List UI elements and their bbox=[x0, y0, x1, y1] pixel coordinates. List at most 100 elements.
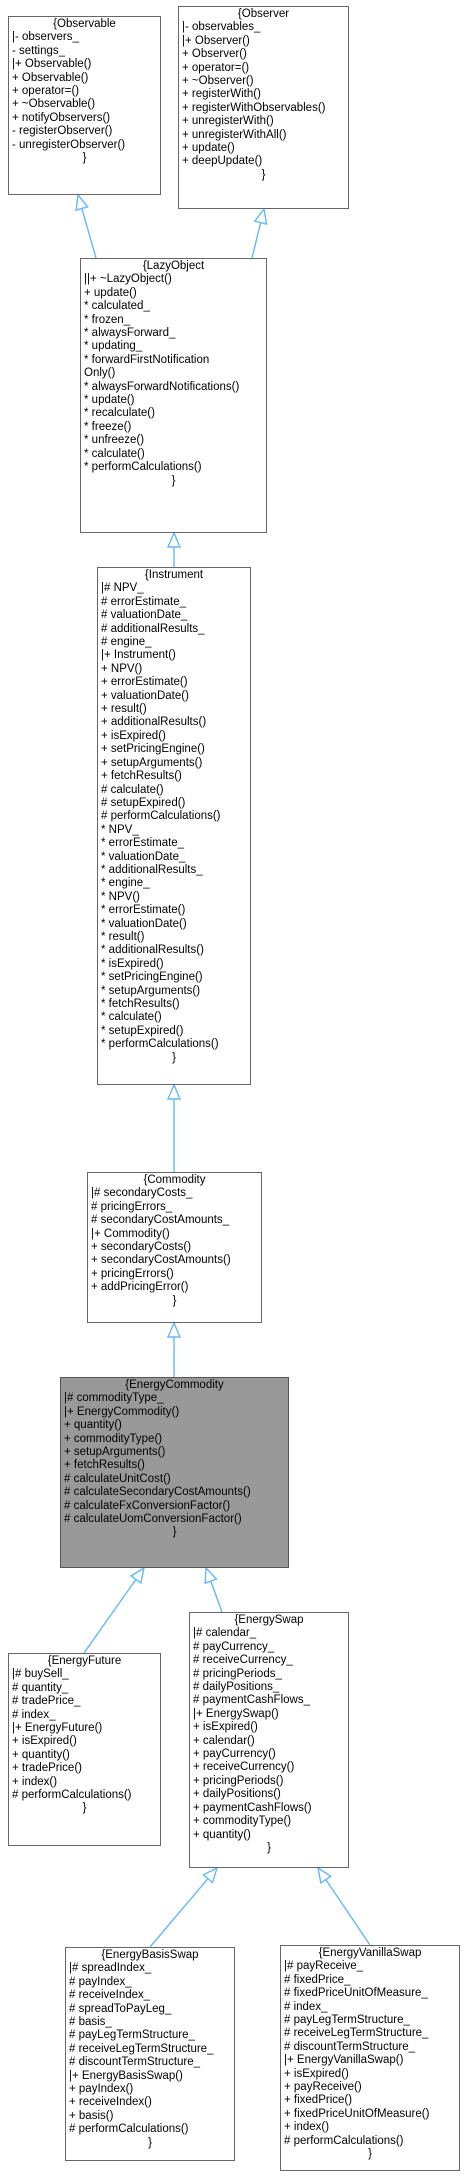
inheritance-arrowhead bbox=[317, 1866, 333, 1885]
class-member: |# spreadIndex_ bbox=[69, 1962, 152, 1975]
class-energyfuture[interactable]: {EnergyFuture |# buySell_# quantity_# tr… bbox=[8, 1653, 161, 1846]
class-energybasisswap[interactable]: {EnergyBasisSwap |# spreadIndex_# payInd… bbox=[65, 1947, 235, 2161]
class-member: + ~Observable() bbox=[12, 98, 96, 111]
class-member: # valuationDate_ bbox=[101, 609, 188, 622]
inheritance-edge bbox=[149, 1878, 209, 1948]
class-close-brace: } bbox=[172, 1051, 176, 1064]
class-member: + errorEstimate() bbox=[101, 676, 188, 689]
class-member: + isExpired() bbox=[193, 1721, 258, 1734]
class-member: # receiveLegTermStructure_ bbox=[284, 2027, 429, 2040]
class-member: + quantity() bbox=[12, 1748, 70, 1761]
inheritance-edge bbox=[251, 222, 262, 259]
inheritance-arrowhead bbox=[166, 531, 182, 548]
class-member: |- observables_ bbox=[182, 21, 261, 34]
class-member: + index() bbox=[284, 2121, 330, 2134]
class-member: * performCalculations() bbox=[84, 461, 202, 474]
class-member: * errorEstimate() bbox=[101, 904, 186, 917]
class-energyswap[interactable]: {EnergySwap |# calendar_# payCurrency_# … bbox=[189, 1612, 349, 1868]
class-member: + update() bbox=[182, 142, 235, 155]
class-member: + result() bbox=[101, 703, 147, 716]
class-member: + pricingPeriods() bbox=[193, 1774, 284, 1787]
member-list: |# buySell_# quantity_# tradePrice_# ind… bbox=[12, 1668, 157, 1802]
class-member: # payLegTermStructure_ bbox=[284, 2014, 410, 2027]
class-member: + operator=() bbox=[12, 85, 80, 98]
class-member: * forwardFirstNotification bbox=[84, 353, 210, 366]
class-member: + setPricingEngine() bbox=[101, 743, 205, 756]
class-member: |+ EnergySwap() bbox=[193, 1707, 279, 1720]
class-member: + Observer() bbox=[182, 48, 247, 61]
class-observable[interactable]: {Observable |- observers_- settings_|+ O… bbox=[8, 16, 161, 195]
class-member: |+ Observable() bbox=[12, 58, 92, 71]
class-member: + valuationDate() bbox=[101, 689, 189, 702]
class-member: |+ EnergyBasisSwap() bbox=[69, 2069, 183, 2082]
class-member: |+ Commodity() bbox=[91, 1227, 170, 1240]
class-member: * result() bbox=[101, 930, 145, 943]
member-list: |# payReceive_# fixedPrice_# fixedPriceU… bbox=[284, 1960, 456, 2148]
class-member: + addPricingError() bbox=[91, 1281, 189, 1294]
class-member: + basis() bbox=[69, 2109, 114, 2122]
class-member: * calculated_ bbox=[84, 300, 150, 313]
inheritance-arrowhead bbox=[129, 1566, 146, 1585]
class-close-brace: } bbox=[82, 1802, 87, 1815]
class-member: + secondaryCostAmounts() bbox=[91, 1254, 231, 1267]
class-member: + dailyPositions() bbox=[193, 1788, 281, 1801]
class-member: * alwaysForwardNotifications() bbox=[84, 380, 240, 393]
class-member: + fixedPriceUnitOfMeasure() bbox=[284, 2107, 430, 2120]
class-member: # performCalculations() bbox=[101, 810, 221, 823]
class-member: * additionalResults() bbox=[101, 944, 204, 957]
class-member: * unfreeze() bbox=[84, 434, 145, 447]
class-member: + isExpired() bbox=[101, 729, 166, 742]
class-member: # discountTermStructure_ bbox=[284, 2040, 416, 2053]
class-member: # performCalculations() bbox=[12, 1789, 132, 1802]
class-member: # calculate() bbox=[101, 783, 164, 796]
class-member: # spreadToPayLeg_ bbox=[69, 2002, 172, 2015]
class-member: * updating_ bbox=[84, 340, 143, 353]
class-energyvanillaswap[interactable]: {EnergyVanillaSwap |# payReceive_# fixed… bbox=[280, 1945, 460, 2171]
class-member: |# payReceive_ bbox=[284, 1960, 364, 1973]
class-close-brace: } bbox=[172, 1526, 177, 1539]
class-member: * setupExpired() bbox=[101, 1024, 184, 1037]
class-member: # errorEstimate_ bbox=[101, 595, 187, 608]
class-close-brace: } bbox=[82, 152, 87, 165]
class-member: * NPV() bbox=[101, 890, 140, 903]
class-member: + isExpired() bbox=[12, 1735, 77, 1748]
class-member: # payLegTermStructure_ bbox=[69, 2029, 195, 2042]
class-member: + paymentCashFlows() bbox=[193, 1801, 312, 1814]
class-member: + secondaryCosts() bbox=[91, 1241, 192, 1254]
class-lazyobject[interactable]: {LazyObject ||+ ~LazyObject()+ update()*… bbox=[80, 258, 267, 533]
class-observer[interactable]: {Observer |- observables_|+ Observer()+ … bbox=[178, 6, 349, 209]
class-member: + tradePrice() bbox=[12, 1762, 82, 1775]
class-member: # index_ bbox=[284, 2000, 328, 2013]
class-member: * performCalculations() bbox=[101, 1038, 219, 1051]
class-energycommodity[interactable]: {EnergyCommodity |# commodityType_|+ Ene… bbox=[60, 1377, 289, 1568]
class-member: * isExpired() bbox=[101, 957, 164, 970]
class-member: # discountTermStructure_ bbox=[69, 2056, 201, 2069]
inheritance-edge bbox=[83, 1579, 137, 1654]
class-close-brace: } bbox=[171, 474, 176, 487]
class-member: * setPricingEngine() bbox=[101, 971, 203, 984]
class-title: {EnergyVanillaSwap bbox=[318, 1947, 422, 1959]
class-member: + commodityType() bbox=[193, 1815, 292, 1828]
class-member: + unregisterWith() bbox=[182, 115, 274, 128]
class-member: + payCurrency() bbox=[193, 1748, 276, 1761]
class-member: + ~Observer() bbox=[182, 75, 254, 88]
class-member: # additionalResults_ bbox=[101, 622, 205, 635]
class-instrument[interactable]: {Instrument |# NPV_# errorEstimate_# val… bbox=[97, 567, 251, 1085]
class-member: # receiveCurrency_ bbox=[193, 1654, 293, 1667]
class-member: |+ EnergyFuture() bbox=[12, 1722, 103, 1735]
member-list: |- observers_- settings_|+ Observable()+… bbox=[12, 31, 157, 152]
class-member: + notifyObservers() bbox=[12, 111, 111, 124]
inheritance-arrowhead bbox=[75, 193, 89, 212]
class-member: Only() bbox=[84, 367, 116, 380]
class-member: # secondaryCostAmounts_ bbox=[91, 1214, 230, 1227]
class-member: # quantity_ bbox=[12, 1681, 69, 1694]
class-commodity[interactable]: {Commodity |# secondaryCosts_# pricingEr… bbox=[87, 1172, 262, 1323]
class-member: |# NPV_ bbox=[101, 582, 144, 595]
class-member: + calendar() bbox=[193, 1734, 255, 1747]
inheritance-arrowhead bbox=[253, 207, 268, 225]
class-member: + pricingErrors() bbox=[91, 1267, 174, 1280]
class-member: # fixedPriceUnitOfMeasure_ bbox=[284, 1987, 428, 2000]
class-member: # payCurrency_ bbox=[193, 1640, 275, 1653]
class-member: # performCalculations() bbox=[284, 2134, 404, 2147]
